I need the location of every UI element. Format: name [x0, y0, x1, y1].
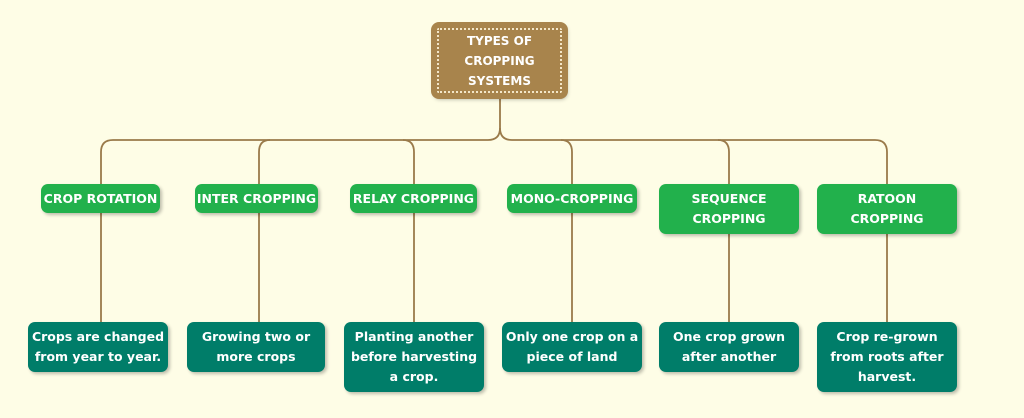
sequence-cropping-description: One crop grown after another: [659, 322, 799, 372]
ratoon-cropping-description: Crop re-grown from roots after harvest.: [817, 322, 957, 392]
sequence-cropping-node: SEQUENCE CROPPING: [659, 184, 799, 234]
inter-cropping-node: INTER CROPPING: [195, 184, 318, 213]
branch-line-sequence-cropping: [717, 139, 730, 184]
inter-cropping-description: Growing two or more crops: [187, 322, 325, 372]
relay-cropping-description: Planting another before harvesting a cro…: [344, 322, 484, 392]
root-stem-line-right: [499, 127, 888, 184]
mono-cropping-node: MONO-CROPPING: [507, 184, 637, 213]
branch-line-relay-cropping: [402, 139, 415, 184]
crop-rotation-node: CROP ROTATION: [41, 184, 160, 213]
crop-rotation-description: Crops are changed from year to year.: [28, 322, 168, 372]
ratoon-cropping-node: RATOON CROPPING: [817, 184, 957, 234]
root-node: TYPES OF CROPPING SYSTEMS: [433, 24, 566, 97]
relay-cropping-node: RELAY CROPPING: [350, 184, 477, 213]
branch-line-inter-cropping: [258, 139, 271, 184]
mono-cropping-description: Only one crop on a piece of land: [502, 322, 642, 372]
root-stem-line: [100, 97, 501, 184]
branch-line-mono-cropping: [560, 139, 573, 184]
